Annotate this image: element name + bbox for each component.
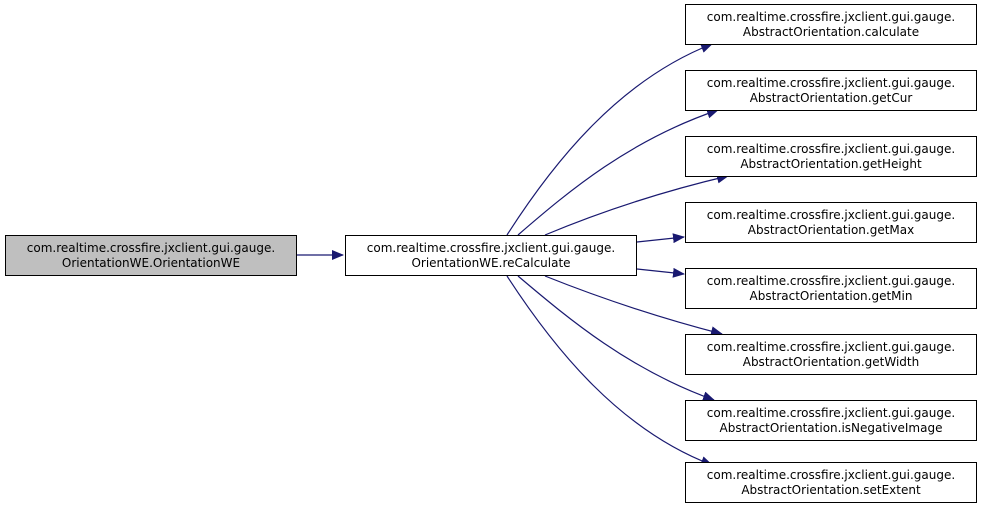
node-label-line2: AbstractOrientation.getWidth	[742, 354, 920, 369]
node-getcur[interactable]: com.realtime.crossfire.jxclient.gui.gaug…	[685, 70, 977, 111]
node-label-line1: com.realtime.crossfire.jxclient.gui.gaug…	[26, 240, 276, 255]
node-label-line1: com.realtime.crossfire.jxclient.gui.gaug…	[706, 339, 956, 354]
node-label-line2: AbstractOrientation.isNegativeImage	[719, 420, 943, 435]
edge-to-getheight	[544, 173, 729, 236]
node-label-line1: com.realtime.crossfire.jxclient.gui.gaug…	[706, 141, 956, 156]
node-label-line1: com.realtime.crossfire.jxclient.gui.gaug…	[706, 273, 956, 288]
node-label-line1: com.realtime.crossfire.jxclient.gui.gaug…	[706, 75, 956, 90]
node-label-line2: AbstractOrientation.getCur	[749, 90, 913, 105]
node-setextent[interactable]: com.realtime.crossfire.jxclient.gui.gaug…	[685, 462, 977, 503]
edge-to-calculate	[506, 43, 713, 236]
node-label-line1: com.realtime.crossfire.jxclient.gui.gaug…	[706, 9, 956, 24]
node-label-line1: com.realtime.crossfire.jxclient.gui.gaug…	[366, 240, 616, 255]
edge-to-setextent	[506, 275, 713, 466]
node-label-line2: OrientationWE.reCalculate	[411, 255, 571, 270]
node-label-line2: AbstractOrientation.getMin	[749, 288, 913, 303]
node-label-line1: com.realtime.crossfire.jxclient.gui.gaug…	[706, 207, 956, 222]
node-isnegativeimage[interactable]: com.realtime.crossfire.jxclient.gui.gaug…	[685, 400, 977, 441]
node-label-line2: OrientationWE.OrientationWE	[61, 255, 241, 270]
node-label-line2: AbstractOrientation.getMax	[747, 222, 915, 237]
edge-to-isnegativeimage	[517, 275, 715, 402]
node-getheight[interactable]: com.realtime.crossfire.jxclient.gui.gaug…	[685, 136, 977, 177]
node-getmin[interactable]: com.realtime.crossfire.jxclient.gui.gaug…	[685, 268, 977, 309]
node-orientationwe-constructor[interactable]: com.realtime.crossfire.jxclient.gui.gaug…	[5, 235, 297, 276]
node-label-line1: com.realtime.crossfire.jxclient.gui.gaug…	[706, 467, 956, 482]
node-label-line2: AbstractOrientation.setExtent	[741, 482, 921, 497]
node-calculate[interactable]: com.realtime.crossfire.jxclient.gui.gaug…	[685, 4, 977, 45]
node-getwidth[interactable]: com.realtime.crossfire.jxclient.gui.gaug…	[685, 334, 977, 375]
node-label-line2: AbstractOrientation.calculate	[742, 24, 920, 39]
edge-to-getmax	[636, 233, 685, 244]
edge-to-getmin	[636, 267, 685, 278]
node-orientationwe-recalculate[interactable]: com.realtime.crossfire.jxclient.gui.gaug…	[345, 235, 637, 276]
edge-to-getwidth	[544, 275, 723, 337]
node-getmax[interactable]: com.realtime.crossfire.jxclient.gui.gaug…	[685, 202, 977, 243]
node-label-line2: AbstractOrientation.getHeight	[740, 156, 922, 171]
edge-to-getcur	[517, 108, 719, 236]
node-label-line1: com.realtime.crossfire.jxclient.gui.gaug…	[706, 405, 956, 420]
